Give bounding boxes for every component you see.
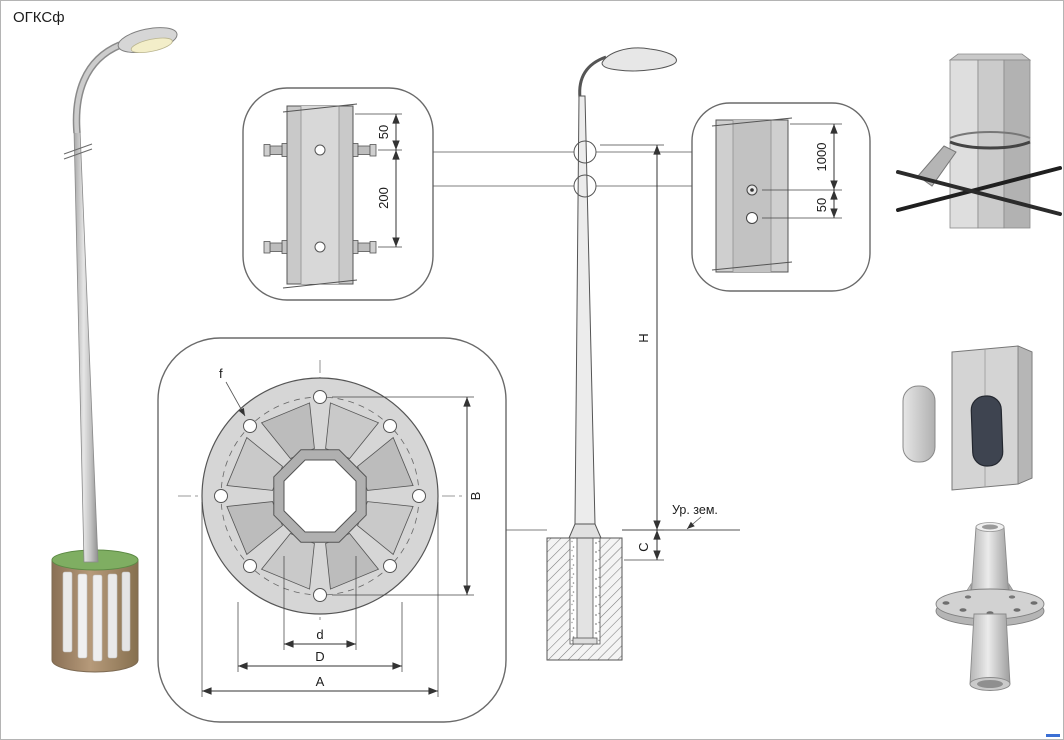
bolt-detail-callout: 50 200 [242, 87, 434, 301]
dim-f: f [219, 366, 246, 417]
drawing-title: ОГКСф [13, 9, 65, 26]
foundation-3d [51, 549, 139, 673]
dim-50-top: 50 [355, 113, 402, 151]
detail-marker-top [573, 140, 597, 164]
dim-H: H [600, 144, 664, 531]
embedded-shaft [576, 537, 594, 641]
pole-shaft-3d [73, 129, 99, 563]
dim-B: B [332, 396, 483, 596]
dim-d-label: d [316, 627, 323, 642]
sling-strap [917, 145, 957, 187]
dim-H-label: H [636, 333, 651, 342]
bolt-hole [314, 144, 326, 156]
base-plate [572, 637, 598, 645]
gusset-ribs [226, 402, 414, 590]
ground-level-label: Ур. зем. [672, 503, 718, 517]
upper-tube [970, 526, 1010, 599]
entry-hole [746, 212, 758, 224]
lamp-arm [578, 55, 607, 99]
dim-C-label: C [636, 542, 651, 551]
base-flare [568, 523, 602, 539]
corner-mark [1046, 734, 1060, 737]
tube-bore [283, 459, 357, 533]
dim-C: C [624, 530, 664, 561]
dim-1000-label: 1000 [814, 143, 829, 172]
base-flange-render [935, 522, 1045, 691]
ground-level-note: Ур. зем. [672, 503, 718, 530]
break-mark [63, 143, 93, 155]
bolt-hole [314, 241, 326, 253]
lamp-head [601, 47, 677, 72]
dim-50-right: 50 [762, 190, 842, 219]
dim-200: 200 [376, 150, 402, 248]
pole-3d-render [51, 27, 178, 673]
door-opening [970, 395, 1004, 467]
break-line [282, 103, 358, 113]
dim-B-label: B [468, 492, 483, 501]
dim-d: d [283, 556, 357, 650]
cable-entry-callout: 1000 50 [691, 102, 871, 292]
dim-A: A [201, 502, 439, 697]
cable [896, 166, 1062, 212]
break-line [711, 117, 793, 127]
access-door-render [902, 345, 1033, 491]
bolt-set [263, 240, 377, 254]
lamp-head-3d [117, 27, 178, 54]
cable [896, 170, 1062, 216]
flange-holes-3d [942, 595, 1038, 615]
dim-f-label: f [219, 366, 223, 381]
flange-bolt-holes [214, 390, 426, 602]
lamp-lens [130, 37, 173, 54]
dim-200-label: 200 [376, 187, 391, 209]
flange-plan-callout: f B d D A [157, 337, 507, 723]
dim-50-right-label: 50 [814, 198, 829, 212]
dim-50-label: 50 [376, 125, 391, 139]
bolt-set [263, 143, 377, 157]
detail-marker-bottom [573, 174, 597, 198]
lower-tube [969, 613, 1011, 685]
door-cover [902, 385, 936, 463]
dim-D: D [237, 602, 403, 672]
dim-A-label: A [316, 674, 325, 689]
pole-elevation: H C Ур. зем. [433, 47, 740, 661]
dim-D-label: D [315, 649, 324, 664]
sling-transport-render [896, 53, 1062, 229]
dim-1000: 1000 [762, 123, 842, 191]
sling-loop [949, 131, 1031, 139]
